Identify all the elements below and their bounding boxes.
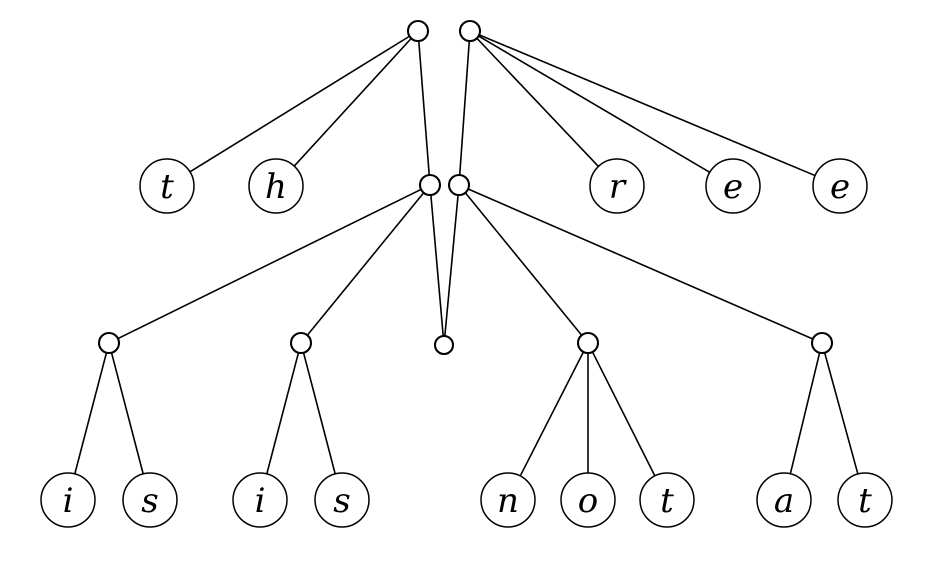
tree-edge	[110, 351, 144, 475]
tree-edge	[823, 351, 859, 475]
tree-edge	[74, 351, 108, 475]
leaf-node-label: s	[333, 481, 350, 521]
leaf-node-circle[interactable]	[705, 158, 761, 214]
leaf-node-label: i	[63, 481, 74, 521]
tree-edge	[591, 351, 656, 477]
leaf-node-circle[interactable]	[248, 158, 304, 214]
tree-edge	[519, 351, 585, 477]
internal-node-circle[interactable]	[418, 173, 442, 197]
tree-leaf-node[interactable]: t	[139, 158, 195, 214]
tree-leaf-node[interactable]: t	[639, 472, 695, 528]
tree-internal-node[interactable]	[447, 173, 471, 197]
leaf-node-label: t	[858, 481, 872, 521]
leaf-node-circle[interactable]	[589, 158, 645, 214]
leaf-node-label: t	[660, 481, 674, 521]
internal-node-circle[interactable]	[810, 331, 834, 355]
tree-internal-node[interactable]	[810, 331, 834, 355]
tree-leaf-node[interactable]: s	[122, 472, 178, 528]
leaf-node-circle[interactable]	[122, 472, 178, 528]
tree-edge	[464, 191, 583, 337]
leaf-node-circle[interactable]	[314, 472, 370, 528]
tree-edge	[478, 34, 816, 177]
leaf-node-circle[interactable]	[812, 158, 868, 214]
tree-internal-node[interactable]	[458, 19, 482, 43]
internal-node-circle[interactable]	[458, 19, 482, 43]
tree-internal-node[interactable]	[97, 331, 121, 355]
tree-edge	[293, 37, 413, 167]
tree-edge	[789, 351, 821, 475]
leaf-node-label: s	[141, 481, 158, 521]
tree-edge	[467, 188, 814, 340]
internal-node-circle[interactable]	[289, 331, 313, 355]
leaf-node-label: h	[265, 167, 287, 207]
leaf-node-circle[interactable]	[560, 472, 616, 528]
tree-edge	[458, 40, 471, 176]
leaf-node-circle[interactable]	[139, 158, 195, 214]
internal-node-circle[interactable]	[406, 19, 430, 43]
tree-leaf-node[interactable]: n	[480, 472, 536, 528]
tree-leaf-node[interactable]: e	[705, 158, 761, 214]
leaf-node-label: e	[830, 167, 850, 207]
tree-leaf-node[interactable]: s	[314, 472, 370, 528]
tree-leaf-node[interactable]: h	[248, 158, 304, 214]
tree-internal-node[interactable]	[433, 334, 455, 356]
internal-node-circle[interactable]	[447, 173, 471, 197]
tree-leaf-node[interactable]: e	[812, 158, 868, 214]
tree-edge	[117, 188, 422, 340]
internal-node-circle[interactable]	[576, 331, 600, 355]
leaf-node-label: r	[609, 167, 627, 207]
leaf-node-circle[interactable]	[837, 472, 893, 528]
nodes-layer: t h r e e i s i s n o t a t	[40, 19, 893, 528]
edges-layer	[74, 34, 859, 477]
tree-internal-node[interactable]	[418, 173, 442, 197]
tree-edge	[266, 351, 300, 475]
tree-edge	[477, 35, 711, 174]
tree-internal-node[interactable]	[576, 331, 600, 355]
tree-edge	[189, 35, 411, 173]
leaf-node-circle[interactable]	[40, 472, 96, 528]
tree-leaf-node[interactable]: t	[837, 472, 893, 528]
leaf-node-label: o	[578, 481, 598, 521]
tree-edge	[476, 37, 600, 168]
leaf-node-circle[interactable]	[639, 472, 695, 528]
tree-leaf-node[interactable]: i	[40, 472, 96, 528]
tree-leaf-node[interactable]: i	[232, 472, 288, 528]
tree-leaf-node[interactable]: r	[589, 158, 645, 214]
tree-edge	[417, 40, 431, 176]
tree-edge	[302, 351, 336, 475]
leaf-node-label: t	[160, 167, 174, 207]
internal-node-circle[interactable]	[433, 334, 455, 356]
leaf-node-circle[interactable]	[756, 472, 812, 528]
internal-node-circle[interactable]	[97, 331, 121, 355]
leaf-node-label: e	[723, 167, 743, 207]
leaf-node-label: a	[774, 481, 794, 521]
tree-leaf-node[interactable]: a	[756, 472, 812, 528]
tree-edge	[444, 194, 459, 337]
tree-internal-node[interactable]	[289, 331, 313, 355]
tree-internal-node[interactable]	[406, 19, 430, 43]
tree-edge	[430, 194, 445, 337]
leaf-node-circle[interactable]	[480, 472, 536, 528]
leaf-node-label: i	[255, 481, 266, 521]
leaf-node-label: n	[497, 481, 519, 521]
leaf-node-circle[interactable]	[232, 472, 288, 528]
tree-edge	[306, 191, 425, 337]
tree-leaf-node[interactable]: o	[560, 472, 616, 528]
